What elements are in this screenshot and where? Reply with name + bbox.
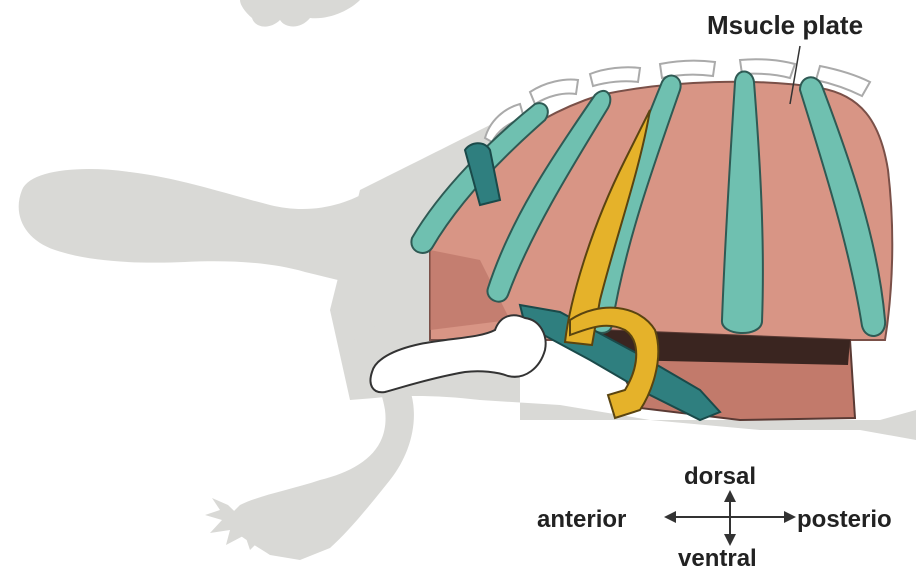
ventral-label: ventral	[678, 545, 757, 572]
hind-foot	[240, 0, 360, 27]
dorsal-label: dorsal	[684, 463, 756, 490]
muscle-plate-label: Msucle plate	[707, 10, 863, 40]
orientation-compass	[664, 490, 796, 546]
compass-arrow-left	[664, 511, 676, 523]
shell-plate	[530, 80, 578, 105]
posterior-label: posterio	[797, 506, 892, 533]
compass-arrow-up	[724, 490, 736, 502]
compass-arrow-right	[784, 511, 796, 523]
anterior-label: anterior	[537, 506, 626, 533]
front-leg	[225, 310, 414, 560]
shell-plate	[590, 67, 640, 86]
